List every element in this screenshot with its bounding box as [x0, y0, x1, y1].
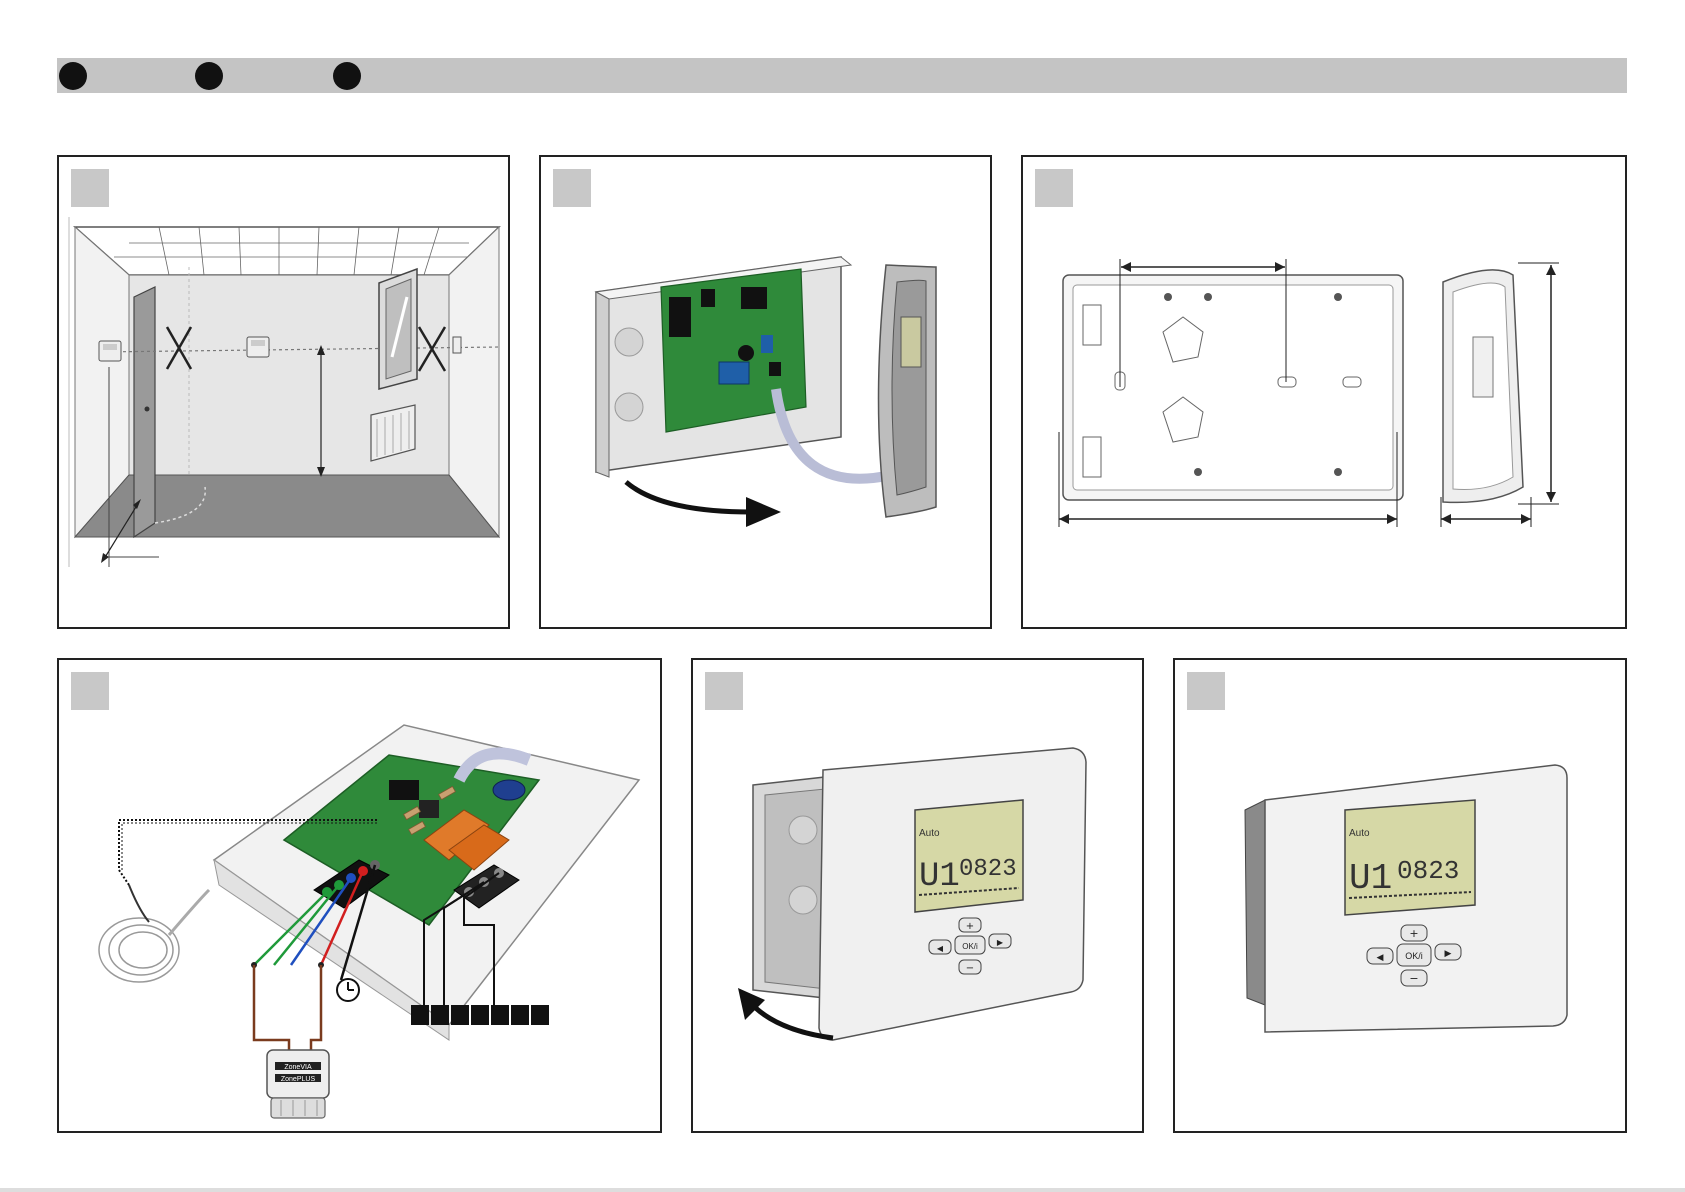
- left-symbol: ◀: [1377, 953, 1384, 963]
- left-symbol: ◀: [937, 944, 944, 953]
- header-dot: [195, 62, 223, 90]
- open-housing-illustration: [541, 157, 992, 629]
- lcd-mode-text: Auto: [1349, 828, 1370, 839]
- header-dot: [333, 62, 361, 90]
- lcd-time-text: 0823: [1397, 856, 1459, 886]
- header-bar: [57, 58, 1627, 93]
- down-symbol: −: [1409, 972, 1418, 985]
- header-dot: [59, 62, 87, 90]
- panel-wiring: ZoneVIA ZonePLUS: [57, 658, 662, 1133]
- assembled-thermostat-illustration: Auto U1 0823 + ◀ OK/i ▶ −: [1175, 660, 1627, 1133]
- up-symbol: +: [1409, 927, 1418, 940]
- panel-closing-cover: Auto U1 0823 + ◀ OK/i ▶ −: [691, 658, 1144, 1133]
- ok-label: OK/i: [1405, 951, 1423, 961]
- right-symbol: ▶: [1445, 949, 1452, 959]
- panel-assembled: Auto U1 0823 + ◀ OK/i ▶ −: [1173, 658, 1627, 1133]
- actuator-brand-line2: ZonePLUS: [281, 1076, 316, 1083]
- dimensions-illustration: [1023, 157, 1627, 629]
- actuator-brand-line1: ZoneVIA: [284, 1064, 312, 1071]
- lcd-zone-text: U1: [919, 858, 960, 896]
- panel-open-housing: [539, 155, 992, 629]
- right-symbol: ▶: [997, 938, 1004, 947]
- wiring-illustration: ZoneVIA ZonePLUS: [59, 660, 662, 1133]
- panel-dimensions: [1021, 155, 1627, 629]
- room-placement-illustration: [59, 157, 510, 629]
- panel-room-placement: [57, 155, 510, 629]
- ok-label: OK/i: [962, 942, 978, 951]
- up-symbol: +: [966, 921, 974, 932]
- lcd-zone-text: U1: [1349, 858, 1392, 899]
- down-symbol: −: [966, 963, 974, 974]
- lcd-mode-text: Auto: [919, 828, 940, 839]
- lcd-time-text: 0823: [959, 856, 1017, 883]
- closing-cover-illustration: Auto U1 0823 + ◀ OK/i ▶ −: [693, 660, 1144, 1133]
- bottom-edge: [0, 1188, 1685, 1192]
